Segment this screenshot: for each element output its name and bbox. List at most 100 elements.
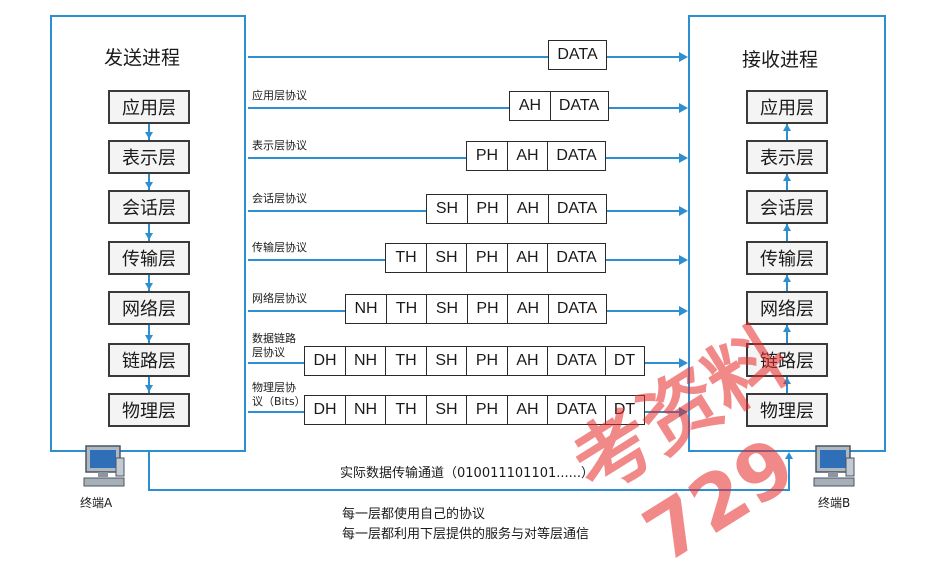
receiver-arrow-6 — [783, 377, 791, 384]
channel-label: 实际数据传输通道（010011101101......） — [340, 466, 595, 481]
sender-arrow-6 — [145, 385, 153, 392]
header-cell-data: DATA — [547, 141, 606, 171]
header-cell-sh: SH — [425, 346, 468, 376]
header-cell-nh: NH — [345, 294, 387, 324]
header-cell-ah: AH — [509, 91, 551, 121]
receiver-layer-3: 会话层 — [746, 190, 828, 224]
header-cell-th: TH — [385, 395, 427, 425]
header-cell-ah: AH — [507, 194, 549, 224]
protocol-line-right-7 — [644, 362, 680, 364]
sender-arrow-5 — [145, 335, 153, 342]
protocol-line-left-1 — [248, 56, 548, 58]
header-cell-data: DATA — [547, 194, 607, 224]
header-cell-dt: DT — [604, 395, 645, 425]
header-cell-sh: SH — [425, 395, 468, 425]
receiver-layer-2: 表示层 — [746, 140, 828, 174]
sender-layer-1: 应用层 — [108, 90, 190, 124]
sender-layer-4: 传输层 — [108, 241, 190, 275]
receiver-arrow-4 — [783, 275, 791, 282]
terminal-a-label: 终端A — [80, 496, 113, 510]
receiver-layer-1: 应用层 — [746, 90, 828, 124]
header-cell-ph: PH — [466, 294, 509, 324]
header-cell-th: TH — [385, 346, 427, 376]
protocol-arrow-1 — [679, 52, 688, 62]
header-cell-ah: AH — [506, 346, 549, 376]
protocol-arrow-6 — [679, 306, 688, 316]
protocol-line-left-5 — [248, 259, 385, 261]
protocol-line-right-3 — [606, 157, 680, 159]
sender-arrow-1 — [145, 132, 153, 139]
sender-layer-2: 表示层 — [108, 140, 190, 174]
receiver-connector-1 — [786, 124, 788, 140]
receiver-arrow-5 — [783, 325, 791, 332]
receiver-connector-5 — [786, 325, 788, 343]
protocol-label-8: 物理层协议（Bits） — [252, 381, 306, 408]
sender-arrow-2 — [145, 182, 153, 189]
protocol-label-7: 数据链路层协议 — [252, 332, 296, 359]
header-cell-dh: DH — [304, 346, 346, 376]
protocol-line-left-3 — [248, 157, 466, 159]
sender-arrow-4 — [145, 283, 153, 290]
protocol-line-left-6 — [248, 310, 345, 312]
sender-layer-6: 链路层 — [108, 343, 190, 377]
receiver-arrow-2 — [783, 174, 791, 181]
terminal-a-computer-icon — [82, 444, 126, 492]
protocol-arrow-7 — [679, 358, 688, 368]
sender-layer-7: 物理层 — [108, 393, 190, 427]
sender-arrow-3 — [145, 233, 153, 240]
channel-left-vertical — [148, 452, 150, 490]
receiver-layer-6: 链路层 — [746, 343, 828, 377]
protocol-label-5: 传输层协议 — [252, 241, 307, 254]
protocol-arrow-4 — [679, 206, 688, 216]
protocol-label-2: 应用层协议 — [252, 89, 307, 102]
channel-arrow-up — [785, 452, 793, 459]
protocol-line-left-7 — [248, 362, 304, 364]
header-cell-ph: PH — [466, 243, 508, 273]
header-cell-ah: AH — [506, 395, 549, 425]
protocol-line-right-5 — [606, 259, 680, 261]
header-cell-th: TH — [385, 294, 428, 324]
channel-bottom-line — [148, 489, 789, 491]
protocol-line-right-6 — [606, 310, 680, 312]
header-cell-nh: NH — [344, 346, 387, 376]
sender-title: 发送进程 — [104, 47, 181, 69]
protocol-label-4: 会话层协议 — [252, 192, 307, 205]
header-cell-data: DATA — [549, 91, 609, 121]
receiver-connector-2 — [786, 174, 788, 190]
terminal-b-computer-icon — [812, 444, 856, 492]
note-line-1: 每一层都使用自己的协议 — [342, 507, 486, 522]
receiver-layer-7: 物理层 — [746, 393, 828, 427]
header-cell-data: DATA — [547, 243, 606, 273]
receiver-arrow-1 — [783, 124, 791, 131]
receiver-layer-4: 传输层 — [746, 241, 828, 275]
channel-right-vertical — [788, 458, 790, 491]
header-cell-sh: SH — [426, 194, 468, 224]
header-cell-th: TH — [385, 243, 427, 273]
receiver-connector-4 — [786, 275, 788, 291]
protocol-label-6: 网络层协议 — [252, 292, 307, 305]
receiver-connector-6 — [786, 377, 788, 393]
header-cell-data: DATA — [547, 346, 606, 376]
protocol-line-left-4 — [248, 210, 426, 212]
protocol-line-right-1 — [607, 56, 680, 58]
sender-connector-5 — [148, 325, 150, 343]
sender-layer-3: 会话层 — [108, 190, 190, 224]
header-cell-sh: SH — [425, 243, 468, 273]
terminal-b-label: 终端B — [818, 496, 851, 510]
header-cell-dt: DT — [604, 346, 645, 376]
header-cell-data: DATA — [547, 294, 607, 324]
header-cell-ph: PH — [466, 141, 508, 171]
header-cell-ah: AH — [507, 294, 549, 324]
protocol-row-1: DATA — [548, 40, 607, 70]
protocol-line-left-8 — [248, 411, 304, 413]
note-line-2: 每一层都利用下层提供的服务与对等层通信 — [342, 527, 590, 542]
header-cell-nh: NH — [344, 395, 387, 425]
header-cell-data: DATA — [548, 40, 607, 70]
header-cell-ah: AH — [506, 141, 549, 171]
